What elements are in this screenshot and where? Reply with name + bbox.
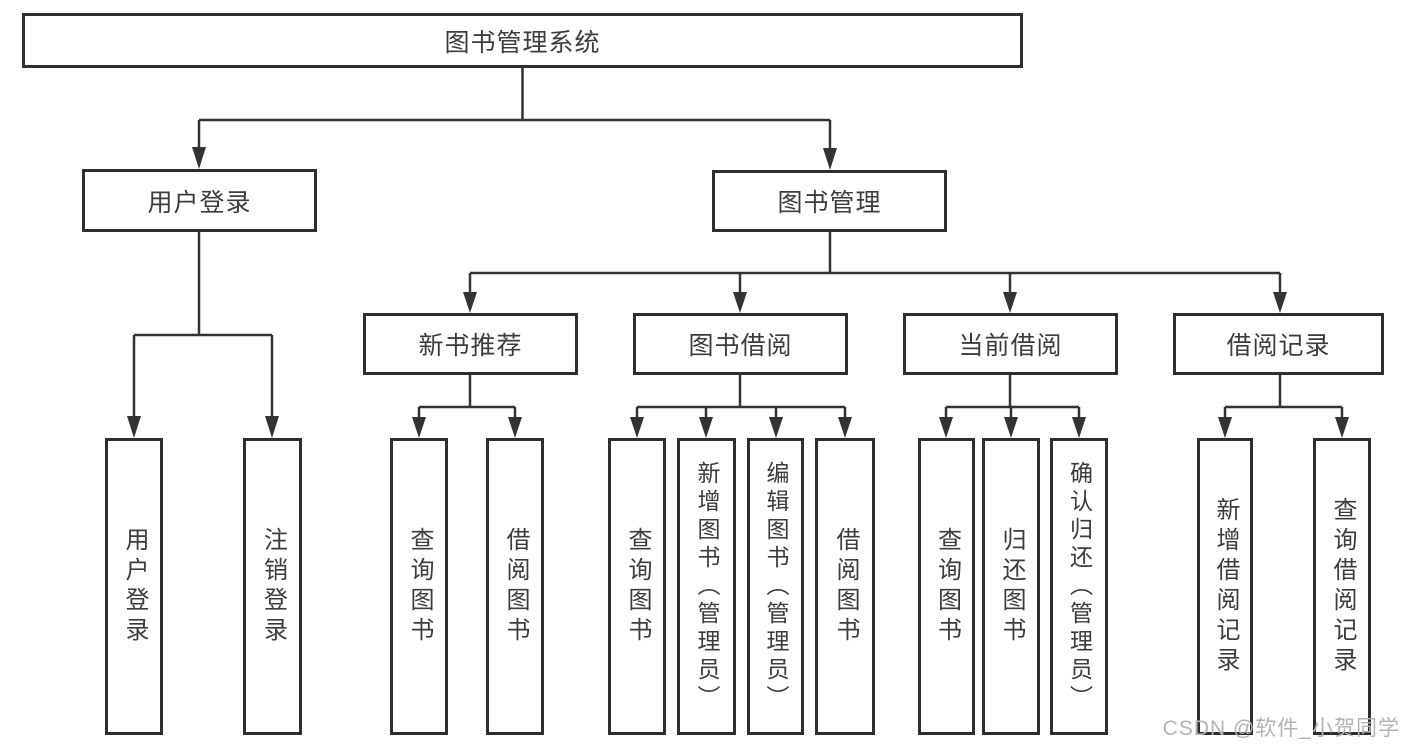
arrowheads	[127, 147, 1349, 438]
leaf-query-borrow-record: 查询借阅记录	[1313, 438, 1371, 735]
leaf-query-books-borrow: 查询图书	[608, 438, 666, 735]
node-user-login: 用户登录	[82, 169, 317, 232]
node-current-borrow-label: 当前借阅	[958, 332, 1063, 360]
leaf-query-borrow-record-label: 查询借阅记录	[1329, 496, 1356, 677]
leaf-logout-label: 注销登录	[259, 526, 287, 647]
leaf-logout: 注销登录	[243, 438, 302, 735]
leaf-add-borrow-record: 新增借阅记录	[1197, 438, 1253, 735]
node-book-borrow-label: 图书借阅	[688, 332, 793, 360]
leaf-borrow-books-recommend: 借阅图书	[486, 438, 544, 735]
node-root-label: 图书管理系统	[444, 28, 601, 57]
leaf-query-books-recommend-label: 查询图书	[406, 526, 433, 647]
node-root-system: 图书管理系统	[22, 13, 1023, 68]
leaf-edit-book-admin: 编辑图书（管理员）	[747, 438, 804, 735]
leaf-return-books-label: 归还图书	[998, 526, 1025, 647]
leaf-borrow-books-label: 借阅图书	[832, 526, 859, 647]
node-borrow-records: 借阅记录	[1173, 313, 1384, 375]
node-current-borrow: 当前借阅	[903, 313, 1118, 375]
node-new-book-recommend: 新书推荐	[363, 313, 578, 375]
csdn-watermark: CSDN @软件_小贺同学	[1162, 717, 1400, 740]
leaf-confirm-return-admin-label: 确认归还（管理员）	[1066, 460, 1093, 713]
node-borrow-records-label: 借阅记录	[1226, 332, 1331, 360]
node-user-login-label: 用户登录	[147, 188, 252, 217]
leaf-query-books-current: 查询图书	[918, 438, 975, 735]
node-new-book-recommend-label: 新书推荐	[418, 332, 523, 360]
leaf-edit-book-admin-label: 编辑图书（管理员）	[763, 460, 789, 713]
node-book-management-label: 图书管理	[777, 189, 882, 217]
node-book-management: 图书管理	[712, 170, 947, 232]
leaf-user-login: 用户登录	[105, 438, 163, 735]
node-book-borrow: 图书借阅	[633, 313, 848, 375]
leaf-query-books-current-label: 查询图书	[933, 526, 961, 647]
leaf-add-book-admin-label: 新增图书（管理员）	[694, 460, 720, 713]
leaf-borrow-books: 借阅图书	[815, 438, 875, 735]
leaf-query-books-recommend: 查询图书	[390, 438, 448, 735]
leaf-confirm-return-admin: 确认归还（管理员）	[1050, 438, 1108, 735]
leaf-borrow-books-recommend-label: 借阅图书	[502, 526, 529, 647]
leaf-add-borrow-record-label: 新增借阅记录	[1212, 496, 1239, 677]
leaf-return-books: 归还图书	[982, 438, 1040, 735]
leaf-add-book-admin: 新增图书（管理员）	[677, 438, 736, 735]
leaf-query-books-borrow-label: 查询图书	[624, 526, 651, 647]
leaf-user-login-label: 用户登录	[121, 526, 148, 647]
